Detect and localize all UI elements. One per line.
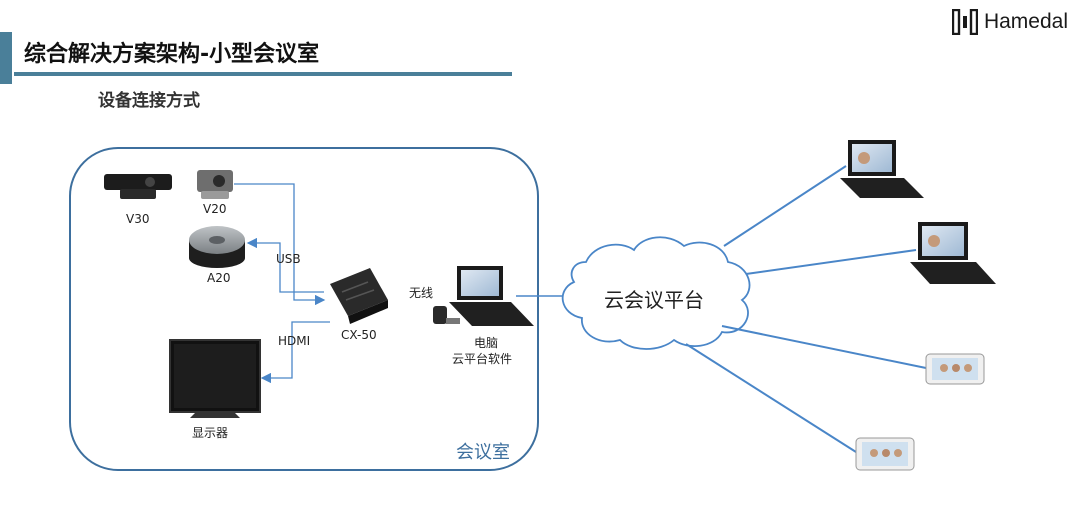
room-laptop-icon	[449, 266, 534, 326]
v30-label: V30	[126, 212, 150, 226]
display-monitor-icon	[169, 339, 261, 418]
a20-label: A20	[207, 271, 231, 285]
display-label: 显示器	[192, 426, 229, 440]
cx50-label: CX-50	[341, 328, 377, 342]
pc-label: 电脑	[474, 336, 499, 350]
page-title: 综合解决方案架构-小型会议室	[24, 42, 320, 67]
cloud-link-phone-1	[721, 325, 927, 369]
title-underline	[14, 72, 512, 76]
hdmi-label: HDMI	[278, 334, 311, 348]
a20-speakerphone-icon	[189, 226, 245, 268]
cloud-platform-label: 云会议平台	[604, 288, 704, 312]
v20-camera-icon	[197, 170, 233, 199]
cloud-platform-shape	[561, 236, 751, 350]
page-subtitle: 设备连接方式	[98, 91, 200, 111]
pc-software-label: 云平台软件	[452, 352, 513, 366]
usb-label: USB	[276, 252, 301, 266]
remote-laptop-icon	[910, 222, 996, 284]
cloud-link-laptop-1	[723, 165, 847, 247]
wireless-label: 无线	[409, 286, 434, 300]
brand-name: Hamedal	[983, 10, 1068, 33]
a20-usb-link	[246, 237, 324, 293]
hdmi-link	[260, 321, 330, 384]
cx50-hub-icon	[330, 268, 388, 324]
v20-usb-link	[234, 183, 326, 306]
brand-logo: Hamedal	[951, 8, 1068, 36]
meeting-room-label: 会议室	[456, 442, 510, 463]
remote-phone-icon	[925, 353, 985, 385]
meeting-room-boundary	[69, 147, 539, 471]
cloud-link-laptop-2	[745, 249, 917, 275]
v20-label: V20	[203, 202, 227, 216]
remote-laptop-icon	[840, 140, 924, 198]
title-accent-bar	[0, 32, 12, 84]
wireless-dongle-icon	[433, 306, 460, 324]
v30-camera-icon	[104, 174, 172, 199]
hamedal-logo-icon	[951, 9, 978, 35]
cloud-link-phone-2	[685, 343, 857, 453]
remote-phone-icon	[855, 437, 915, 471]
